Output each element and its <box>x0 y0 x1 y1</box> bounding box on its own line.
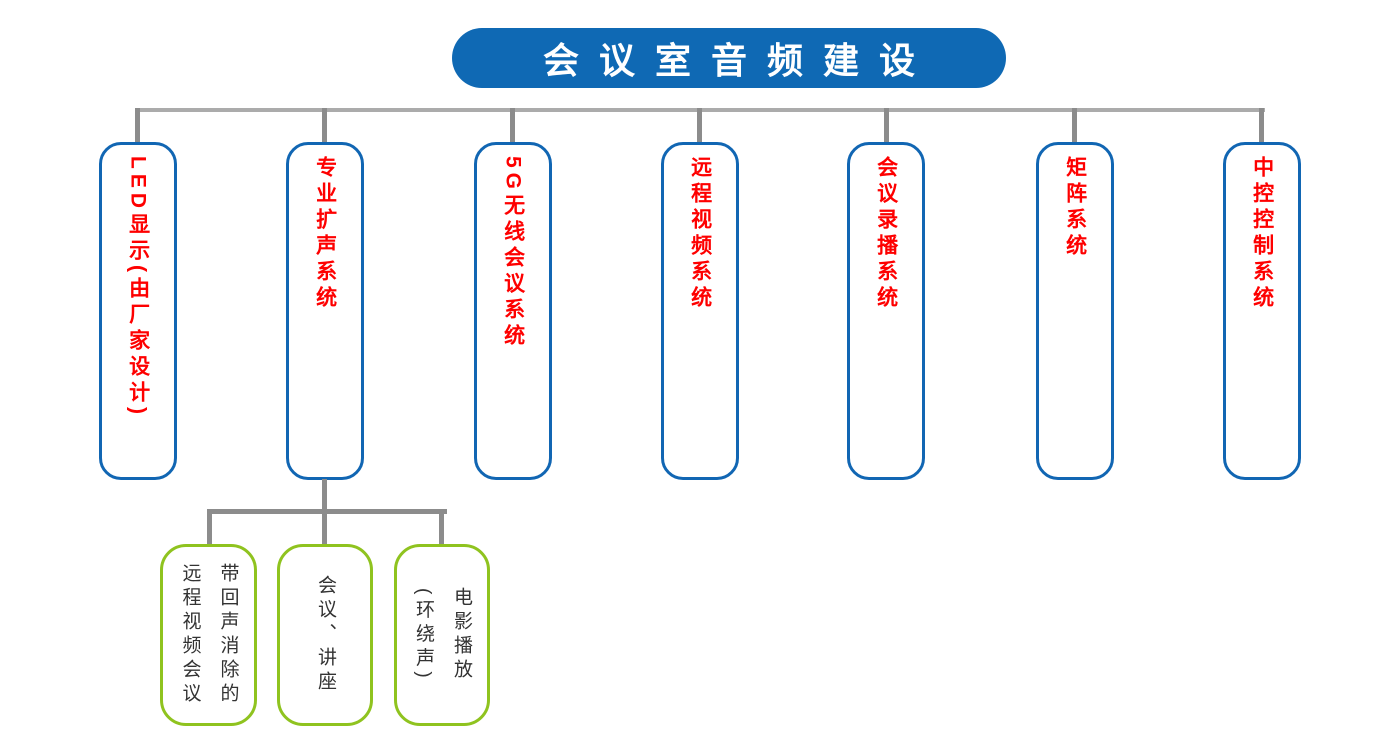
connector-stub <box>884 108 889 142</box>
connector-level2-hline <box>207 509 447 514</box>
node-label: 远程视频系统 <box>688 156 712 312</box>
node-led-display: LED显示(由厂家设计) <box>99 142 177 480</box>
connector-stub <box>1072 108 1077 142</box>
node-label: 会议、讲座 <box>315 575 336 695</box>
connector-stub <box>207 509 212 545</box>
node-label: 5G无线会议系统 <box>501 156 525 351</box>
node-echo-cancel-video-conference: 带回声消除的 远程视频会议 <box>160 544 257 726</box>
connector-stub <box>1259 108 1264 142</box>
node-label: LED显示(由厂家设计) <box>126 156 150 419</box>
node-central-control-system: 中控控制系统 <box>1223 142 1301 480</box>
node-pro-sound-system: 专业扩声系统 <box>286 142 364 480</box>
connector-stub <box>510 108 515 142</box>
node-label: 中控控制系统 <box>1250 156 1274 312</box>
root-label: 会议室音频建设 <box>542 40 935 81</box>
node-label: 矩阵系统 <box>1063 156 1087 260</box>
node-5g-wireless-conference: 5G无线会议系统 <box>474 142 552 480</box>
connector-stub <box>697 108 702 142</box>
node-label: 带回声消除的 远程视频会议 <box>179 563 239 707</box>
connector-stub <box>135 108 140 142</box>
root-node: 会议室音频建设 <box>452 28 1006 88</box>
node-label: 专业扩声系统 <box>313 156 337 312</box>
connector-stub <box>439 509 444 545</box>
connector-stub <box>322 108 327 142</box>
node-remote-video-system: 远程视频系统 <box>661 142 739 480</box>
node-meeting-lecture: 会议、讲座 <box>277 544 373 726</box>
node-movie-surround-sound: 电影播放 (环绕声) <box>394 544 490 726</box>
node-label: 电影播放 (环绕声) <box>413 587 472 683</box>
node-matrix-system: 矩阵系统 <box>1036 142 1114 480</box>
node-recording-broadcast-system: 会议录播系统 <box>847 142 925 480</box>
node-label: 会议录播系统 <box>874 156 898 312</box>
